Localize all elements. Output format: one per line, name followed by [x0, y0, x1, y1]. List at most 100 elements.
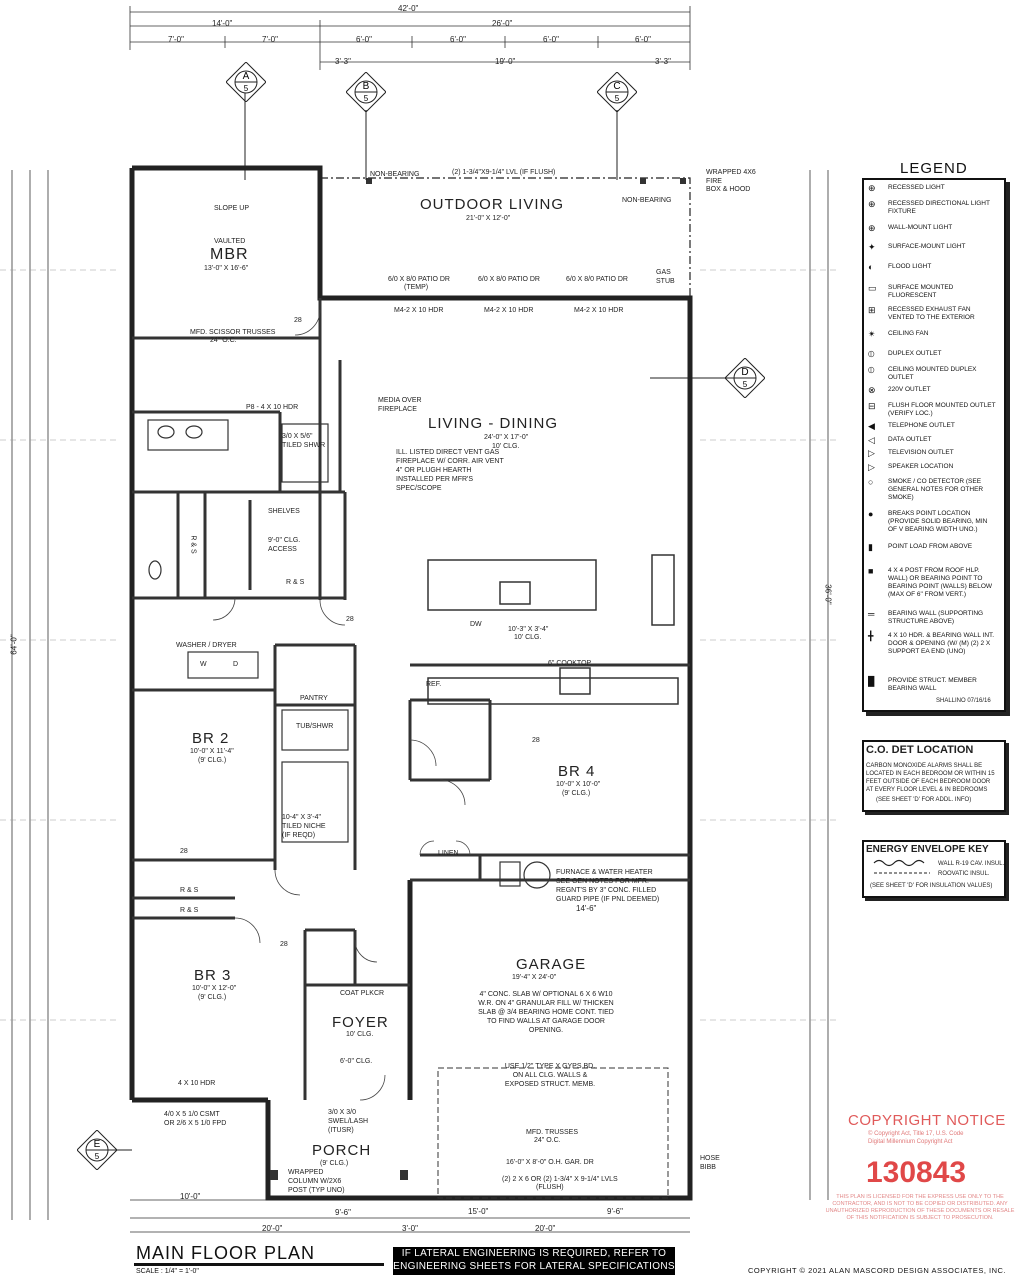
door-tag: 28 [180, 848, 188, 855]
room-living-size: 24'-0" X 17'-0" [484, 434, 529, 441]
note-gas-stub: GAS STUB [656, 269, 675, 285]
legend-item-label: DUPLEX OUTLET [888, 350, 942, 357]
legend-symbol-icon: ✦ [868, 242, 876, 252]
legend-item-label: CEILING FAN [888, 330, 929, 337]
room-garage-size: 19'-4" X 24'-0" [512, 974, 557, 981]
note-foyer-clg: 6'-0" CLG. [340, 1058, 373, 1065]
note-tiled-shower: 3/0 X 5/6" TILED SHWR [282, 433, 326, 449]
note-dryer: D [233, 661, 239, 668]
room-br3-size: 10'-0" X 12'-0" [192, 985, 237, 992]
note-slope-up: SLOPE UP [214, 205, 250, 212]
legend-item-label: RECESSED EXHAUST FAN VENTED TO THE EXTER… [888, 306, 975, 321]
dim-garage-width: 14'-6" [576, 904, 597, 913]
room-mbr-size: 13'-0" X 16'-6" [204, 265, 249, 272]
legend-symbol-icon: ⊕ [868, 199, 876, 209]
note-non-bearing: NON-BEARING [370, 171, 420, 178]
note-patio-door: 6/0 X 8/0 PATIO DR [388, 276, 450, 283]
note-wrapped-fire: WRAPPED 4X6 FIRE [706, 169, 756, 185]
legend-symbol-icon: ⦶ [868, 365, 875, 375]
room-porch-clg: (9' CLG.) [320, 1160, 349, 1167]
section-marker-letter: E [94, 1139, 101, 1150]
dim-bottom2: 3'-0" [402, 1224, 418, 1233]
dim-bottom: 15'-0" [468, 1207, 489, 1216]
legend-symbol-icon: █ [868, 676, 875, 686]
legend-symbol-icon: ✴ [868, 329, 876, 339]
section-marker-number: 5 [743, 380, 748, 389]
note-shelves: SHELVES [268, 508, 300, 515]
room-foyer-clg: 10' CLG. [346, 1031, 374, 1038]
section-marker-number: 5 [95, 1152, 100, 1161]
legend-item-label: SMOKE / CO DETECTOR (SEE GENERAL NOTES F… [888, 478, 984, 501]
room-br2: BR 2 [192, 730, 230, 747]
note-scissor-oc: 24" O.C. [210, 337, 237, 344]
legend-item-label: 4 X 4 POST FROM ROOF HLP. WALL) OR BEARI… [888, 567, 993, 598]
dim-mid: 19'-0" [495, 57, 516, 66]
legend-symbol-icon: ◀ [868, 421, 875, 431]
section-marker-c: C 5 [597, 72, 637, 112]
note-br3-header: 4 X 10 HDR [178, 1080, 216, 1087]
dim-seg: 6'-0" [356, 35, 372, 44]
room-outdoor-living-size: 21'-0" X 12'-0" [466, 215, 511, 222]
door-swings [212, 309, 471, 1101]
legend-symbol-icon: ◁ [868, 435, 875, 445]
section-marker-number: 5 [364, 94, 369, 103]
lateral-note-line: ENGINEERING SHEETS FOR LATERAL SPECIFICA… [393, 1261, 675, 1272]
legend-item-label: SURFACE MOUNTED FLUORESCENT [888, 284, 954, 299]
note-washer: W [200, 661, 207, 668]
energy-envelope-panel [862, 840, 1006, 898]
note-beam: (2) 1-3/4"X9-1/4" LVL (IF FLUSH) [452, 169, 556, 176]
note-ref: REF. [426, 681, 442, 688]
plan-number: 130843 [866, 1156, 967, 1189]
room-foyer: FOYER [332, 1014, 389, 1031]
energy-insulation-swatch [873, 859, 930, 874]
note-washer-dryer: WASHER / DRYER [176, 642, 237, 649]
legend-item-label: TELEPHONE OUTLET [888, 422, 955, 429]
section-marker-letter: A [243, 71, 250, 82]
door-tag: 28 [294, 317, 302, 324]
legend-item-label: POINT LOAD FROM ABOVE [888, 543, 973, 550]
legend-item-label: BREAKS POINT LOCATION (PROVIDE SOLID BEA… [888, 510, 988, 533]
dim-seg: 7'-0" [262, 35, 278, 44]
legend-symbol-icon: ⊗ [868, 385, 876, 395]
section-marker-b: B 5 [346, 72, 386, 112]
room-br4-size: 10'-0" X 10'-0" [556, 781, 601, 788]
note-temp: (TEMP) [404, 284, 429, 291]
legend-item-label: DATA OUTLET [888, 436, 932, 443]
note-bedroom-window: 4/0 X 5 1/0 CSMT OR 2/6 X 5 1/0 FPD [164, 1111, 227, 1127]
dim-mid: 3'-3" [335, 57, 351, 66]
note-header: M4-2 X 10 HDR [394, 307, 444, 314]
legend-symbol-icon: ● [868, 509, 874, 519]
legend-item-label: SURFACE-MOUNT LIGHT [888, 243, 966, 250]
section-marker-letter: D [741, 367, 748, 378]
room-br3-clg: (9' CLG.) [198, 994, 227, 1001]
co-panel-text: CARBON MONOXIDE ALARMS SHALL BE LOCATED … [866, 763, 995, 793]
exterior-walls [129, 165, 693, 1201]
door-tag: 28 [280, 941, 288, 948]
note-fireplace: ILL. LISTED DIRECT VENT GAS FIREPLACE W/… [396, 449, 504, 492]
interior-walls [132, 298, 690, 1100]
room-br2-size: 10'-0" X 11'-4" [190, 748, 234, 755]
note-garage-trusses-oc: 24" O.C. [534, 1137, 561, 1144]
dim-mid: 3'-3" [655, 57, 671, 66]
legend-symbol-icon: ▷ [868, 448, 875, 458]
room-garage: GARAGE [516, 956, 587, 973]
legend-item-label: CEILING MOUNTED DUPLEX OUTLET [888, 366, 977, 381]
room-porch: PORCH [312, 1142, 372, 1159]
section-marker-e: E 5 [77, 1130, 117, 1170]
note-header: M4-2 X 10 HDR [574, 307, 624, 314]
legend-symbol-icon: ▷ [868, 462, 875, 472]
energy-row-wall: WALL R-19 CAV. INSUL. [938, 861, 1005, 867]
legend-item-label: PROVIDE STRUCT. MEMBER BEARING WALL [888, 677, 977, 692]
drawing-scale: SCALE : 1/4" = 1'-0" [136, 1268, 199, 1275]
note-garage-door: 16'-0" X 8'-0" O.H. GAR. DR [506, 1159, 594, 1166]
room-living-dining: LIVING - DINING [428, 415, 559, 432]
note-non-bearing: NON-BEARING [622, 197, 672, 204]
legend-item-label: 220V OUTLET [888, 386, 931, 393]
dim-right-overall: 36'-0" [823, 584, 833, 605]
note-garage-gyp: USE 1/2" TYPE X GYPS BD. ON ALL CLG. WAL… [504, 1063, 596, 1088]
note-dw: DW [470, 621, 482, 628]
copyright-fine-print: THIS PLAN IS LICENSED FOR THE EXPRESS US… [825, 1194, 1015, 1221]
note-scissor-trusses: MFD. SCISSOR TRUSSES [190, 329, 276, 336]
legend-symbol-icon: ⊕ [868, 183, 876, 193]
